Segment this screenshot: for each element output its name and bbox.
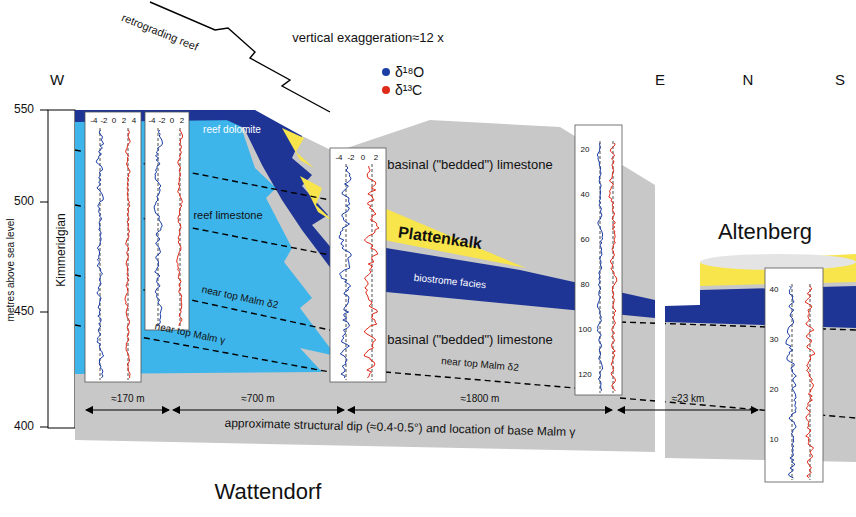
isotope-curve [597,143,602,391]
compass-letter: E [655,72,665,89]
facies-label: basinal ("bedded") limestone [387,158,552,172]
plattenkalk-tongue [300,176,334,222]
isotope-curve [125,130,130,378]
dimension-arrow [618,409,758,410]
dimension-label: ≈170 m [111,393,144,404]
depth-tick: 30 [770,336,779,345]
legend-swatch [382,86,390,94]
log-tick: 2 [374,154,378,163]
axis-value: 450 [14,305,34,318]
axis-tick [40,312,48,313]
log-tick: 0 [361,154,365,163]
log-tick: -2 [100,117,107,126]
depth-tick: 40 [770,286,779,295]
legend-swatch [382,68,390,76]
log-tick: -2 [158,117,165,126]
legend-row: δ¹³C [382,82,422,98]
log-tick: -4 [90,117,97,126]
isotope-curve [805,286,815,478]
axis-tick [40,110,48,111]
compass-letter: W [50,72,64,89]
legend-text: δ¹⁸O [395,64,424,80]
facies-label: reef limestone [193,209,262,221]
depth-tick: 60 [581,236,590,245]
log-frame [765,268,823,482]
compass-letter: S [835,72,845,89]
depth-tick: 80 [581,281,590,290]
axis-title: metres above sea level [5,219,16,322]
dimension-label: ≈700 m [241,393,274,404]
isotope-curve [177,130,183,326]
log-tick: 4 [132,117,136,126]
legend-row: δ¹⁸O [382,64,424,80]
facies-label: basinal ("bedded") limestone [387,333,552,347]
isotope-curve [154,130,162,326]
basinal-ground [665,312,856,462]
compass-letter: N [743,72,754,89]
log-tick: -4 [335,154,342,163]
log-tick: 2 [122,117,126,126]
log-tick: -4 [148,117,155,126]
locality-name: Wattendorf [215,480,322,504]
depth-tick: 20 [581,146,590,155]
dimension-label: ≈1800 m [461,393,500,404]
log-tick: 0 [170,117,174,126]
axis-value: 400 [14,420,34,433]
basinal-ground [75,112,655,452]
log-frame [575,125,622,395]
log-tick: -2 [347,154,354,163]
dimension-arrow [86,409,169,410]
log-frame [145,112,189,330]
locality-name: Altenberg [718,220,812,244]
dimension-label: ≈23 km [672,393,705,404]
legend-text: δ¹³C [395,82,422,98]
axis-tick [40,202,48,203]
depth-tick: 10 [770,436,779,445]
depth-tick: 120 [578,371,591,380]
log-tick: 2 [180,117,184,126]
depth-tick: 20 [770,386,779,395]
dimension-arrow [348,409,612,410]
log-frame [330,148,386,382]
reef-margin-line [150,2,330,112]
depth-tick: 100 [578,326,591,335]
axis-column [48,110,75,428]
isotope-curve [339,166,351,378]
log-frame [85,112,141,382]
dimension-arrow [173,409,344,410]
isotope-curve [96,130,104,378]
axis-value: 500 [14,195,34,208]
correlation-line [385,372,575,388]
annotation: retrograding reef [120,11,200,53]
stage-name: Kimmeridgian [55,213,68,286]
isotope-curve [364,166,379,378]
isotope-curve [786,286,796,478]
facies-label: reef dolomite [203,124,261,135]
depth-tick: 40 [581,191,590,200]
plattenkalk-tongue [282,128,314,168]
axis-value: 550 [14,103,34,116]
axis-tick [40,427,48,428]
section-break [655,60,665,480]
isotope-curve [609,143,617,391]
log-axis [792,284,793,480]
log-tick: 0 [112,117,116,126]
annotation: vertical exaggeration≈12 x [292,31,444,45]
